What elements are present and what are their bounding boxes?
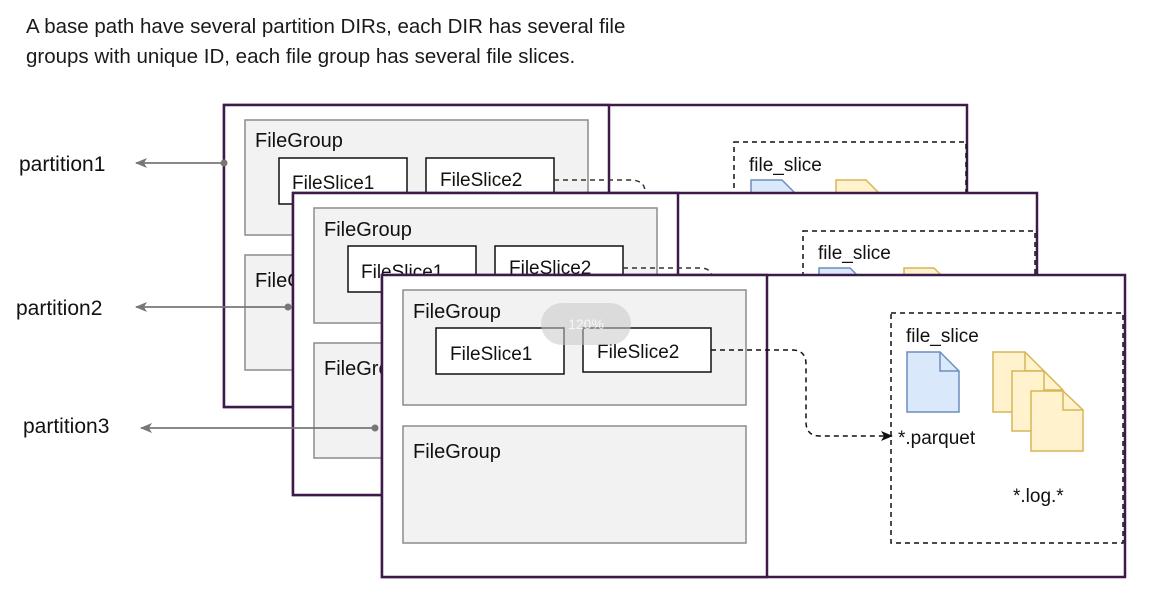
partition-1-anchor-dot [220,159,228,167]
partition-label-2: partition2 [16,297,102,320]
partition-panel-3: FileGroup FileSlice1 FileSlice2 FileGrou… [380,273,1127,579]
file-slice-title: file_slice [906,326,979,347]
caption-line-2: groups with unique ID, each file group h… [26,45,576,68]
file-slice-title: file_slice [818,243,891,264]
file-slice-1-box [435,327,565,375]
partition-label-3: partition3 [23,415,109,438]
partition-label-3-group: partition3 [23,415,379,438]
zoom-level-label: 120% [568,316,604,332]
log-label: *.log.* [1013,486,1064,507]
caption-line-1: A base path have several partition DIRs,… [26,15,626,38]
file-slice-1-label: FileSlice1 [450,344,532,365]
partition-label-2-group: partition2 [16,297,292,320]
file-group-label: FileGroup [255,130,343,152]
file-slice-2-label: FileSlice2 [597,342,679,363]
file-group-label: FileGroup [413,441,501,463]
partition-label-1-group: partition1 [19,153,228,176]
file-slice-1-label: FileSlice1 [292,173,374,194]
log-files-stack-icon [992,351,1084,452]
zoom-indicator: 120% [541,303,631,345]
file-slice-2-label: FileSlice2 [440,170,522,191]
parquet-label: *.parquet [898,428,976,449]
parquet-file-fold [939,352,959,372]
file-group-box [402,425,747,544]
slice-link-arrow-1 [554,179,646,193]
partition-3-anchor-dot [371,424,379,432]
file-group-3b: FileGroup [402,425,747,544]
file-group-label: FileGroup [413,301,501,323]
diagram-caption: A base path have several partition DIRs,… [26,12,625,72]
partition-2-anchor-dot [284,303,292,311]
file-slice-container-3: file_slice *.parquet *.log.* [890,312,1124,544]
file-slice-dashed-box [890,312,1124,544]
partition-label-1: partition1 [19,153,105,176]
file-slice-2-box [425,157,555,199]
parquet-file-icon [906,351,960,413]
file-group-label: FileGroup [324,219,412,241]
file-slice-title: file_slice [749,155,822,176]
